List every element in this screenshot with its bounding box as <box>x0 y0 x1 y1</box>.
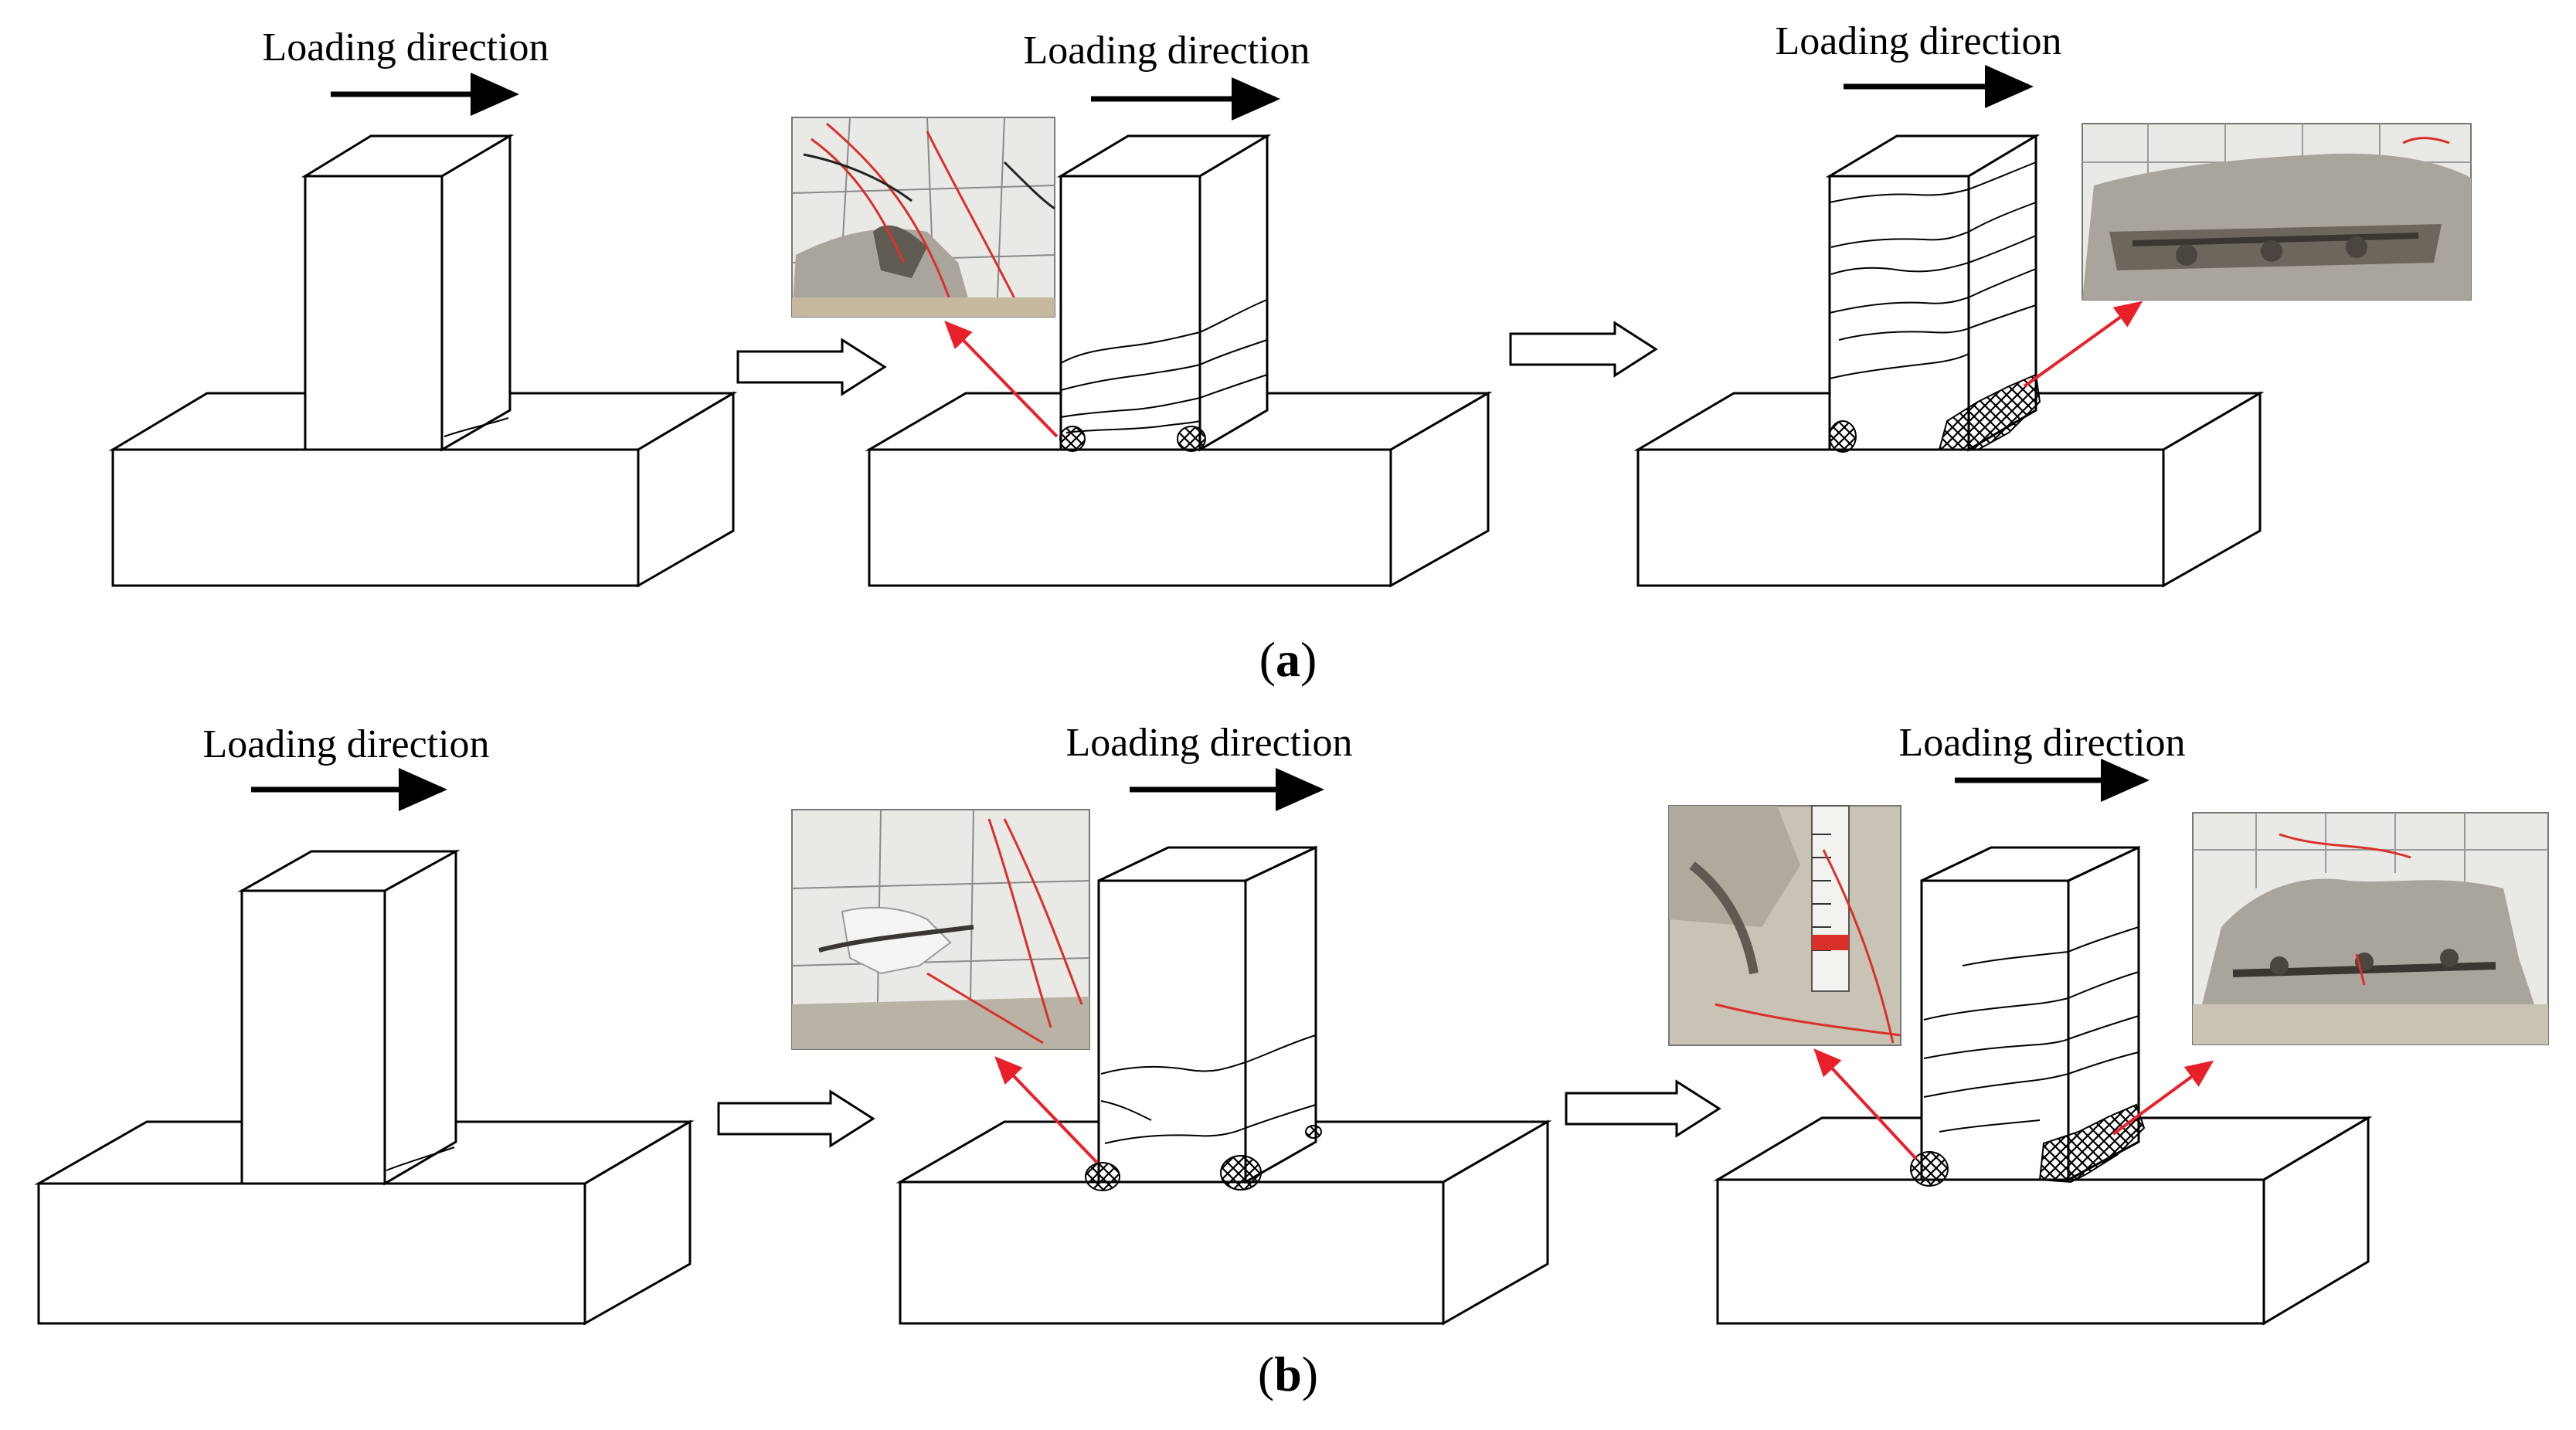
spalling-zone <box>1938 373 2041 450</box>
spalling-zone <box>1177 426 1206 452</box>
stage-arrow <box>717 1089 875 1148</box>
column <box>1097 845 1317 1184</box>
photo-inset <box>2082 123 2472 301</box>
column <box>1056 134 1272 452</box>
column <box>1920 845 2140 1182</box>
column <box>1825 134 2041 452</box>
loading-direction-label: Loading direction <box>1023 29 1310 73</box>
spalling-zone <box>1085 1162 1120 1191</box>
foundation-block <box>865 391 1493 588</box>
foundation-block <box>34 1119 695 1326</box>
leader-arrow <box>944 321 1059 438</box>
crack-pattern <box>1829 161 2037 379</box>
crack-line <box>386 1146 455 1171</box>
photo-inset-left <box>1668 805 1901 1046</box>
foundation-block <box>1713 1116 2373 1326</box>
crack-pattern <box>1060 299 1268 433</box>
crack-line <box>443 417 509 437</box>
loading-direction-label: Loading direction <box>1775 19 2061 63</box>
leader-arrow <box>2023 301 2143 388</box>
photo-inset-right <box>2192 812 2549 1045</box>
spalling-zone <box>2038 1103 2146 1184</box>
stage-b2-specimen: Loading direction <box>791 721 1552 1326</box>
stage-b3-specimen: Loading direction <box>1668 721 2549 1326</box>
stage-arrow <box>736 338 887 396</box>
crack-pattern <box>1100 1034 1317 1144</box>
crack-pattern <box>1923 926 2139 1133</box>
spalling-zone <box>1059 426 1086 452</box>
loading-direction-label: Loading direction <box>1065 721 1352 765</box>
spalling-zone <box>1305 1125 1322 1139</box>
loading-direction-label: Loading direction <box>262 25 549 70</box>
photo-inset <box>791 117 1055 318</box>
panel-label-b: (b) <box>1258 1347 1318 1401</box>
panel-label-a: (a) <box>1259 632 1317 687</box>
stage-a3-specimen: Loading direction <box>1633 19 2472 588</box>
leader-arrow <box>1813 1048 1918 1160</box>
stage-a2-specimen: Loading direction <box>791 29 1493 588</box>
leader-arrow <box>2112 1060 2214 1136</box>
spalling-zone <box>1220 1155 1262 1191</box>
loading-direction-label: Loading direction <box>202 722 489 766</box>
stage-arrow <box>1565 1079 1721 1138</box>
stage-b1-specimen: Loading direction <box>34 722 695 1326</box>
photo-inset <box>791 809 1090 1050</box>
leader-arrow <box>994 1056 1099 1164</box>
spalling-zone <box>1910 1151 1949 1187</box>
stage-a1-specimen: Loading direction <box>108 25 738 588</box>
column <box>301 134 515 452</box>
stage-arrow <box>1509 321 1658 378</box>
spalling-zone <box>1829 420 1857 453</box>
loading-direction-label: Loading direction <box>1898 721 2185 765</box>
column <box>237 849 460 1186</box>
